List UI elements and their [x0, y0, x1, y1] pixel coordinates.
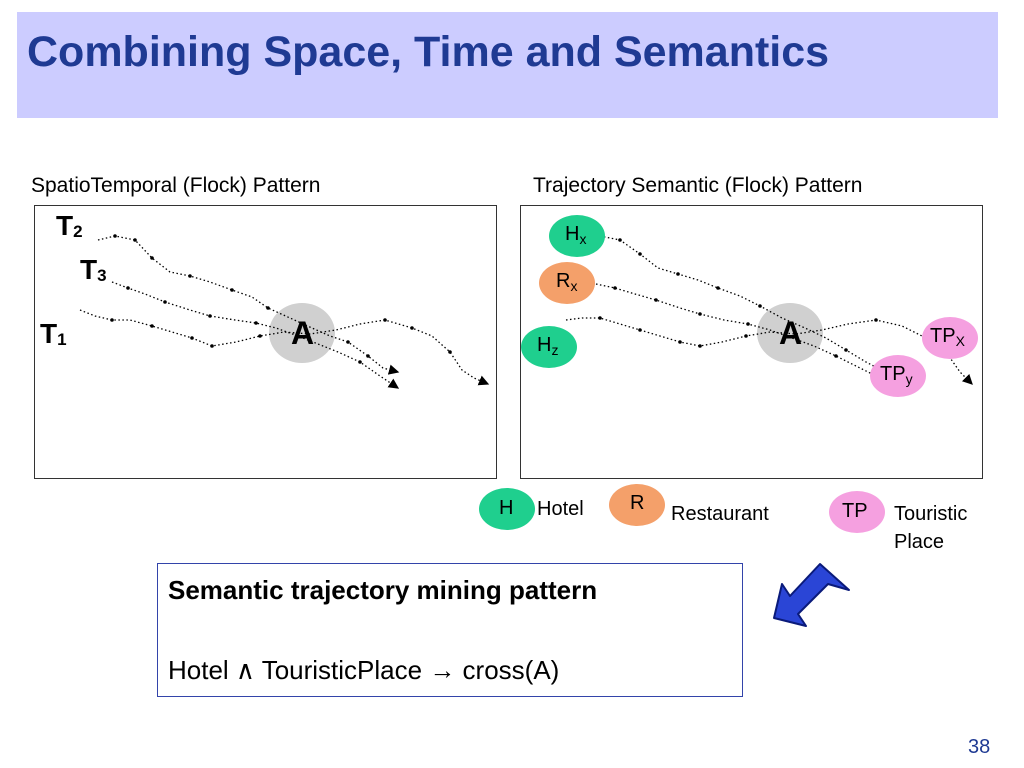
legend-hotel-text: Hotel — [537, 498, 584, 520]
legend-restaurant-text: Restaurant — [671, 503, 769, 525]
trajectory-t2-left — [97, 235, 400, 375]
region-label-right: A — [779, 315, 803, 351]
legend-touristic-text: Touristic Place — [894, 503, 968, 553]
pattern-rule: Hotel ∧ TouristicPlace → cross(A) — [168, 655, 560, 685]
legend-hotel-symbol: H — [499, 497, 514, 519]
trajectory-t3-left — [111, 281, 400, 389]
left-panel — [34, 205, 497, 479]
right-panel-title: Trajectory Semantic (Flock) Pattern — [533, 174, 863, 197]
left-panel-title: SpatioTemporal (Flock) Pattern — [31, 174, 321, 197]
legend-touristic-marker — [829, 491, 885, 533]
slide-title: Combining Space, Time and Semantics — [27, 28, 830, 76]
legend-touristic-symbol: TP — [842, 500, 868, 522]
trajectory-label-t3: T3 — [80, 254, 107, 285]
pattern-title: Semantic trajectory mining pattern — [168, 575, 598, 605]
trajectory-label-t2: T2 — [56, 210, 83, 241]
title-bar — [17, 12, 998, 118]
right-panel — [520, 205, 983, 479]
place-label-tpy: TPy — [880, 363, 913, 387]
region-label-left: A — [291, 315, 315, 351]
restaurant-x-marker — [539, 262, 595, 304]
touristic-y-marker — [870, 355, 926, 397]
trajectory-points-left — [110, 234, 452, 364]
legend-hotel-marker — [479, 488, 535, 530]
pattern-box — [157, 563, 743, 697]
pointer-arrow — [773, 563, 850, 627]
hotel-x-marker — [549, 215, 605, 257]
trajectory-bottom-right — [565, 317, 973, 385]
legend-restaurant-symbol: R — [630, 492, 645, 514]
place-label-rx: Rx — [556, 270, 578, 294]
trajectory-label-t1: T1 — [40, 318, 67, 349]
place-label-tpx: TPX — [930, 325, 965, 349]
legend-restaurant-marker — [609, 484, 665, 526]
place-label-hx: Hx — [565, 223, 587, 247]
place-label-hz: Hz — [537, 334, 559, 358]
page-number: 38 — [968, 736, 991, 758]
hotel-z-marker — [521, 326, 577, 368]
trajectory-top-right — [599, 235, 907, 385]
touristic-x-marker — [922, 317, 978, 359]
